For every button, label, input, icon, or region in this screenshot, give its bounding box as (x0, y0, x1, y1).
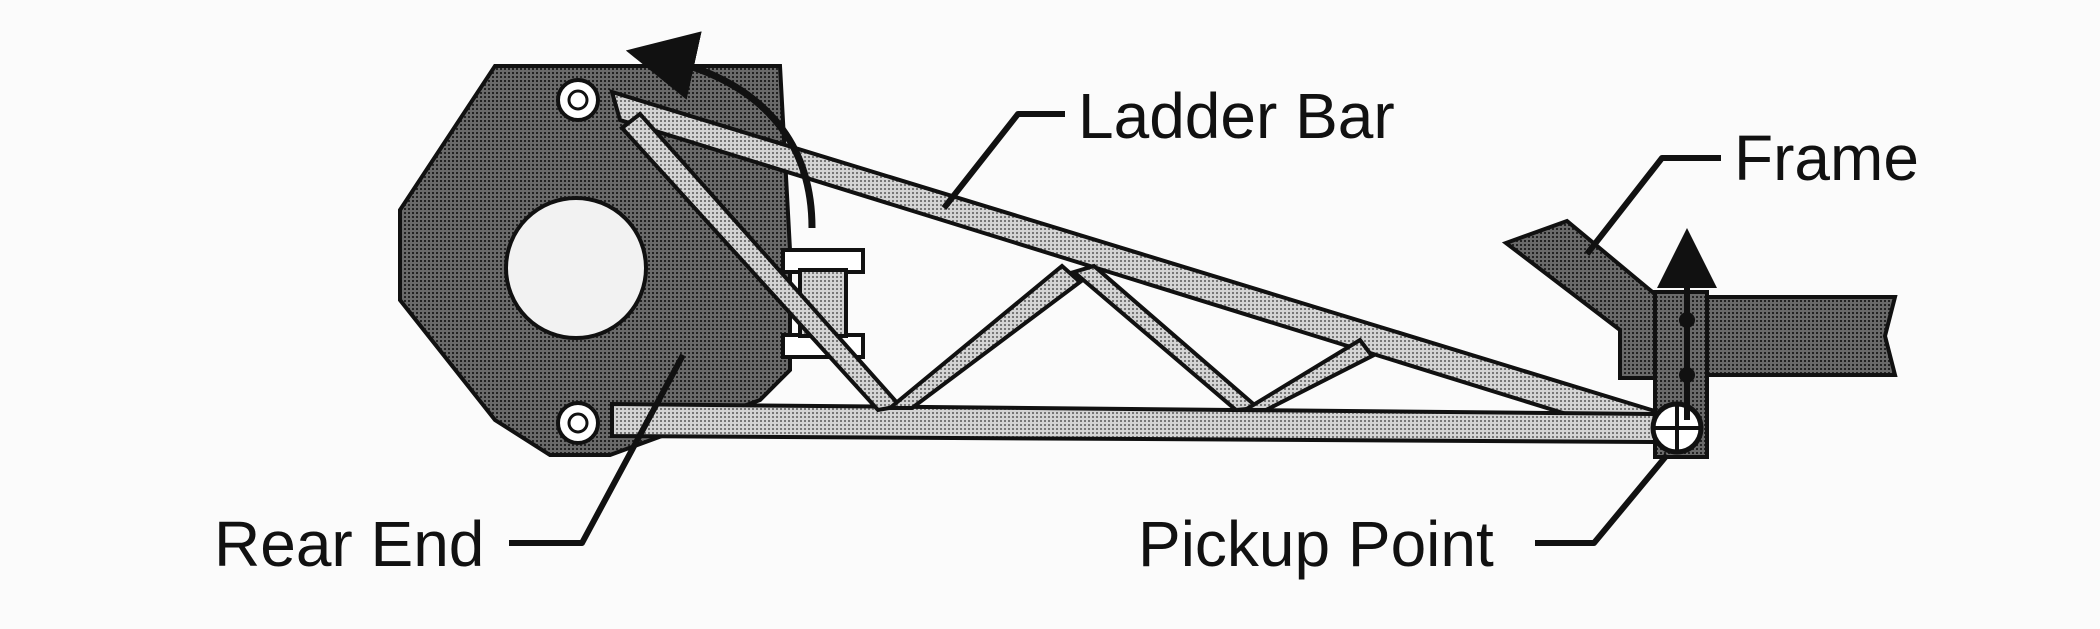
lower-rod-end (556, 401, 600, 445)
ladder-bar-leader (941, 111, 1065, 210)
label-pickup-point: Pickup Point (1138, 508, 1494, 580)
pickup-point-leader (1535, 453, 1670, 546)
rear-end-housing (398, 64, 792, 457)
pickup-point-pivot (1650, 401, 1704, 455)
label-ladder-bar: Ladder Bar (1078, 80, 1395, 152)
ladder-bar (609, 89, 1661, 445)
rear-end-leader (509, 353, 686, 546)
rotation-arrow-icon (625, 31, 816, 229)
label-frame: Frame (1734, 122, 1919, 194)
axle-tube (504, 196, 648, 340)
frame-leader (1584, 155, 1721, 256)
upper-rod-end (556, 78, 600, 122)
label-rear-end: Rear End (214, 508, 484, 580)
